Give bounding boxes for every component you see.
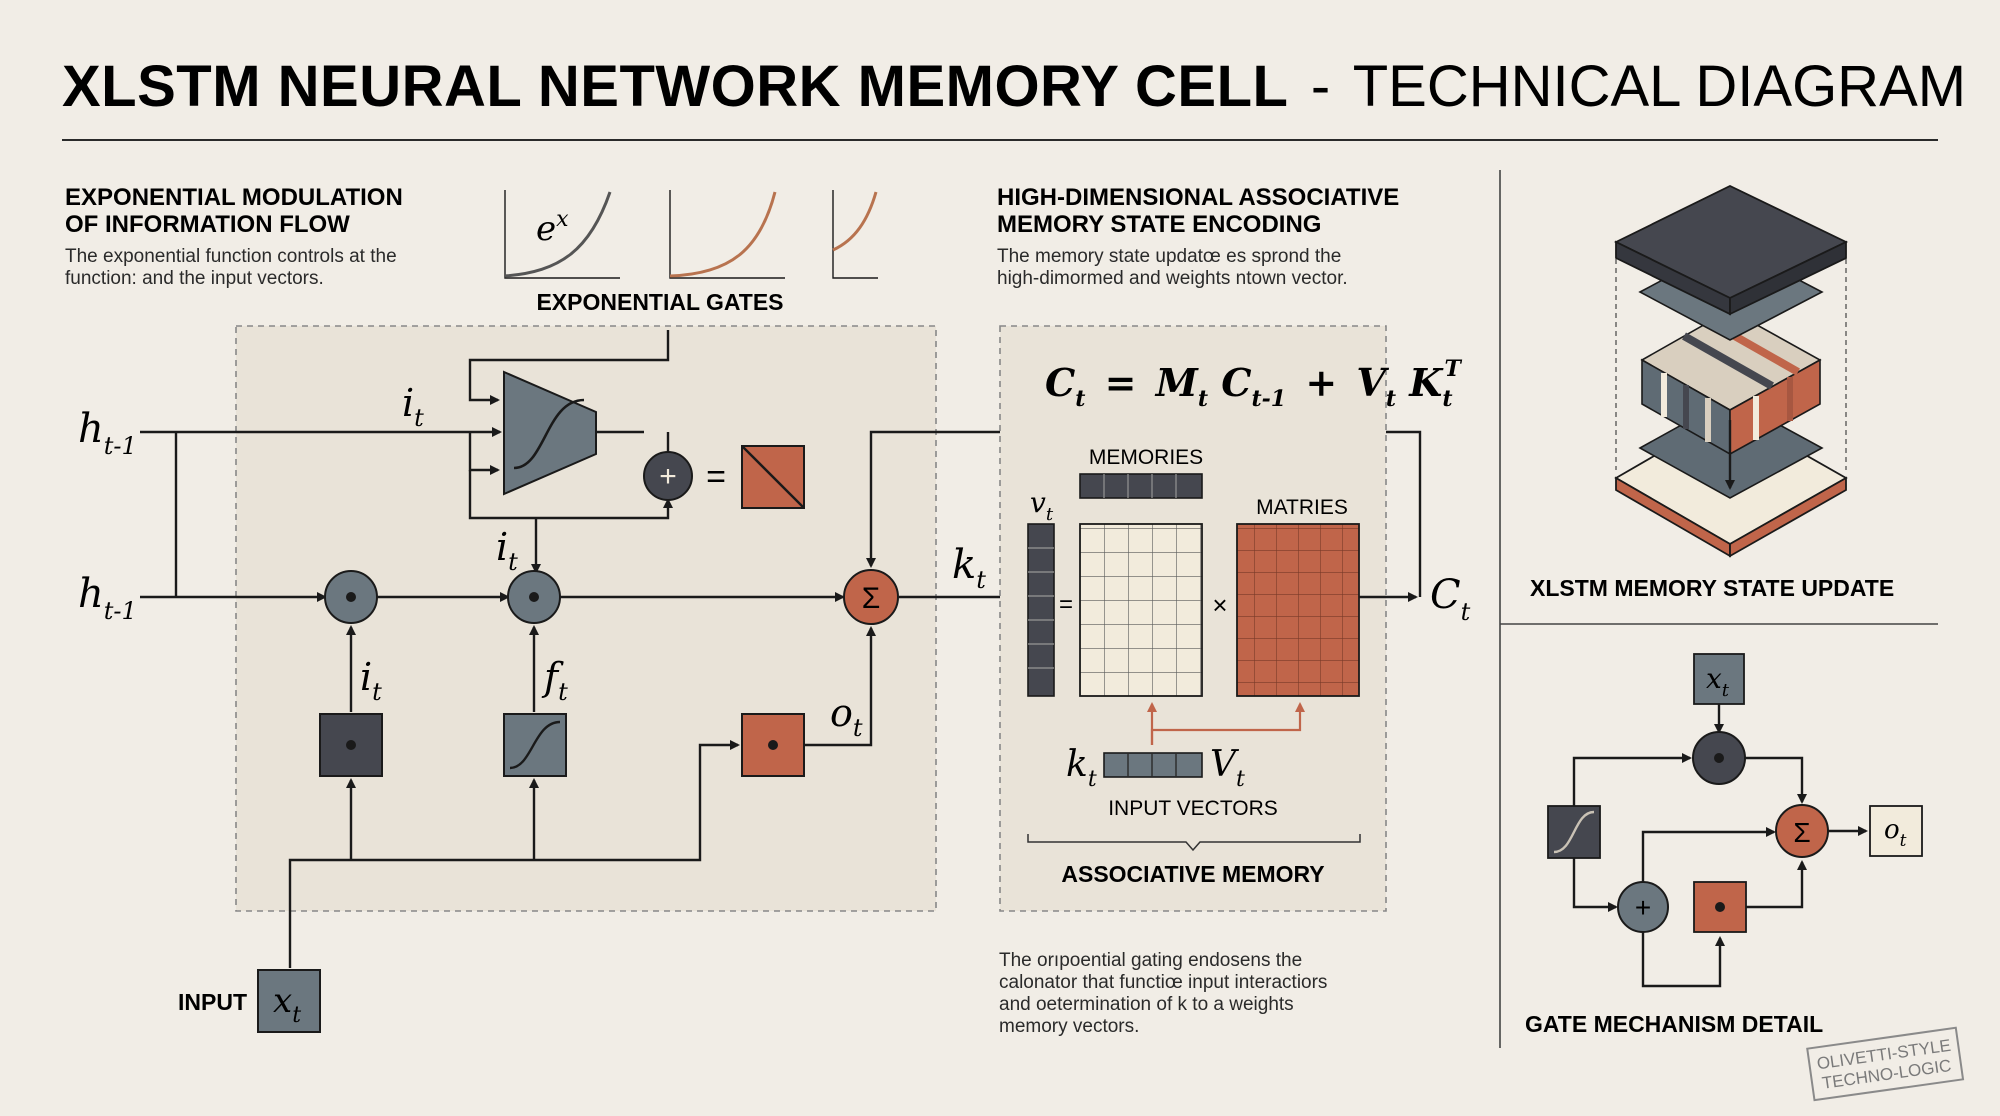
- memory-matrix-grid: [1079, 523, 1203, 697]
- assoc-body-2: high-dimormed and weights ntown vector.: [997, 268, 1348, 289]
- gm-plus-symbol: +: [1635, 892, 1651, 923]
- associative-memory-label: ASSOCIATIVE MEMORY: [1061, 861, 1324, 887]
- memory-state-update-label: XLSTM MEMORY STATE UPDATE: [1530, 575, 1894, 601]
- exp-graph-1: ex: [504, 190, 620, 279]
- input-x-label: xt: [273, 981, 301, 1028]
- olivetti-stamp: OLIVETTI-STYLE TECHNO-LOGIC: [1806, 1026, 1965, 1102]
- memories-vector: [1079, 473, 1203, 499]
- note-line-1: The orıpoential gating endosens the: [999, 950, 1302, 971]
- gm-wire-sig-to-mult: [1572, 753, 1692, 806]
- gate-mechanism-label: GATE MECHANISM DETAIL: [1525, 1011, 1823, 1037]
- gm-wire-plus-to-rust: [1641, 932, 1725, 988]
- gm-wire-mult-to-sum: [1745, 756, 1807, 804]
- input-vectors-label: INPUT VECTORS: [1108, 797, 1278, 820]
- assoc-heading-2: MEMORY STATE ENCODING: [997, 211, 1321, 238]
- rust-square-diagonal: [741, 445, 805, 509]
- multiply-dot-2: [529, 592, 539, 602]
- memory-state-stack-illustration: [1613, 184, 1849, 558]
- label-i-mid: it: [496, 525, 518, 576]
- left-body-1: The exponential function controls at the: [65, 246, 397, 267]
- input-gate-dot: [346, 740, 356, 750]
- forget-gate-sigmoid-icon: [509, 720, 561, 770]
- assoc-k-label: kt: [1066, 744, 1097, 792]
- gm-wire-sig-to-plus: [1572, 858, 1618, 912]
- plus-node: [643, 451, 693, 501]
- gm-rust-dot: [1715, 902, 1725, 912]
- wire-plus-return: [468, 470, 673, 520]
- memory-formula: Ct = Mt Ct-1 + Vt KtT: [1045, 356, 1462, 415]
- sum-node: [843, 569, 899, 625]
- exp-graph-label: ex: [536, 207, 569, 249]
- gm-x-box: [1693, 653, 1745, 705]
- input-label: INPUT: [178, 989, 247, 1015]
- v-label: vt: [1030, 486, 1054, 525]
- forget-gate-square: [503, 713, 567, 777]
- gm-o-label: ot: [1884, 815, 1907, 851]
- gm-multiply-dot: [1714, 753, 1724, 763]
- note-line-3: and oetermination of k to a weights: [999, 994, 1294, 1015]
- assoc-heading-1: HIGH-DIMENSIONAL ASSOCIATIVE: [997, 184, 1399, 211]
- assoc-body-1: The memory state updatœ es sprond the: [997, 246, 1341, 267]
- memories-label: MEMORIES: [1089, 446, 1203, 469]
- left-body-2: function: and the input vectors.: [65, 268, 324, 289]
- assoc-V-label: Vt: [1210, 744, 1245, 792]
- matries-label: MATRIES: [1256, 496, 1348, 519]
- label-o-gate: ot: [830, 691, 863, 742]
- left-heading-2: OF INFORMATION FLOW: [65, 211, 350, 238]
- weight-matrix-grid: [1236, 523, 1360, 697]
- page-title: XLSTM NEURAL NETWORK MEMORY CELL - TECHN…: [62, 54, 1966, 119]
- input-x-box: [257, 969, 321, 1033]
- v-column-vector: [1027, 523, 1055, 697]
- exponential-gates-label: EXPONENTIAL GATES: [536, 289, 783, 315]
- label-c-output: Ct: [1430, 572, 1471, 626]
- gates-connector: [468, 330, 670, 405]
- sigmoid-curve-icon: [513, 398, 585, 470]
- wire-input-bus: [288, 740, 740, 968]
- label-k: kt: [952, 542, 986, 594]
- assoc-brace: [1027, 834, 1361, 852]
- note-line-2: calonator that functiœ input interactior…: [999, 972, 1327, 993]
- gm-wire-plus-to-sum: [1641, 827, 1776, 882]
- left-heading-1: EXPONENTIAL MODULATION: [65, 184, 403, 211]
- label-i-gate: it: [360, 655, 382, 706]
- gm-wire-rust-to-sum: [1746, 860, 1807, 909]
- sum-symbol: Σ: [862, 582, 881, 615]
- matrix-equals: =: [1059, 591, 1073, 618]
- gm-o-box: [1869, 805, 1923, 857]
- h-prev-label-bottom: ht-1: [78, 571, 137, 625]
- output-gate-dot: [768, 740, 778, 750]
- note-line-4: memory vectors.: [999, 1016, 1139, 1037]
- multiply-dot-1: [346, 592, 356, 602]
- equals-symbol: =: [706, 458, 726, 496]
- h-prev-label-top: ht-1: [78, 406, 137, 460]
- gm-sigmoid-icon: [1553, 810, 1595, 854]
- k-input-vector: [1103, 752, 1203, 778]
- gm-sum-symbol: Σ: [1793, 817, 1810, 848]
- exp-graph-2: [669, 190, 785, 279]
- wire-o-to-sum: [804, 626, 876, 747]
- matrix-times: ×: [1212, 590, 1227, 620]
- gm-x-label: xt: [1706, 662, 1730, 701]
- exp-graph-3: [832, 190, 878, 279]
- label-i-top: it: [402, 381, 424, 432]
- plus-symbol: +: [659, 460, 677, 493]
